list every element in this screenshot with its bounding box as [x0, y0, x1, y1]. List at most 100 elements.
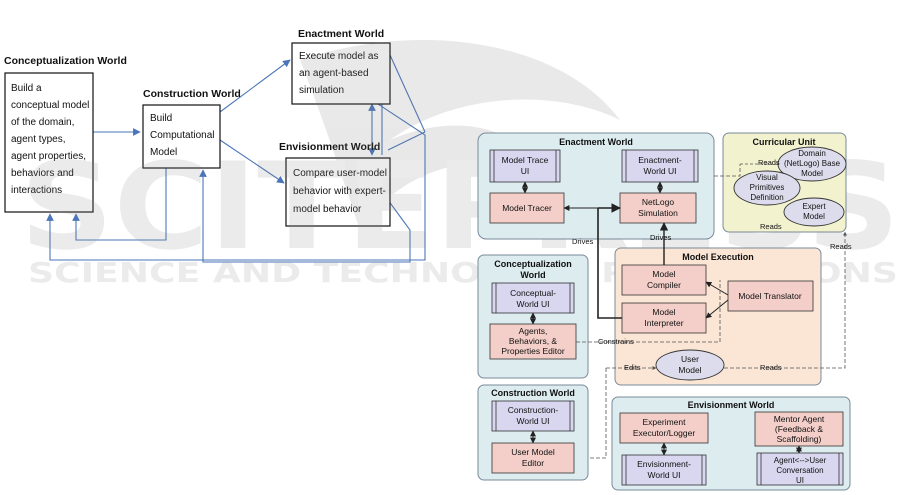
- expert-model-l2: Model: [803, 212, 825, 221]
- conceptual-editor-l2: Behaviors, &: [509, 336, 558, 346]
- svg-text:Compare user-model: Compare user-model: [293, 168, 387, 179]
- reads-top-label: Reads: [758, 158, 780, 167]
- mentor-agent-l1: Mentor Agent: [774, 414, 825, 424]
- expert-model-ellipse: [783, 197, 845, 227]
- model-compiler-l1: Model: [652, 269, 675, 279]
- svg-text:behaviors and: behaviors and: [11, 168, 74, 179]
- envisionment-ui-l1: Envisionment-: [637, 459, 691, 469]
- conceptual-ui-l1: Conceptual-: [510, 288, 556, 298]
- experiment-executor-l2: Executor/Logger: [633, 428, 696, 438]
- enactment-ui-l2: World UI: [644, 166, 677, 176]
- left-conceptualization-title: Conceptualization World: [4, 55, 127, 67]
- mentor-agent-l3: Scaffolding): [777, 434, 822, 444]
- drives-left-label: Drives: [572, 237, 594, 246]
- enactment-title: Enactment World: [559, 137, 633, 147]
- drives-right-label: Drives: [650, 233, 672, 242]
- model-interpreter-l2: Interpreter: [644, 318, 683, 328]
- left-construction-box: [142, 104, 221, 169]
- conversation-ui-box: [756, 452, 844, 486]
- left-construction-title: Construction World: [143, 88, 241, 100]
- conceptual-ui-l2: World UI: [517, 299, 550, 309]
- conceptual-editor-box: [489, 323, 577, 360]
- conversation-ui-l2: Conversation: [776, 466, 823, 475]
- svg-text:an agent-based: an agent-based: [299, 68, 369, 79]
- visual-primitives-ellipse: [733, 170, 801, 206]
- left-diagram: Conceptualization World Build a conceptu…: [4, 28, 426, 263]
- model-translator-box: [727, 280, 814, 312]
- left-construction-text: Build Computational Model: [150, 113, 214, 158]
- curricular-title: Curricular Unit: [752, 137, 815, 147]
- expert-model-l1: Expert: [802, 202, 826, 211]
- watermark-swoosh-icon: [300, 40, 620, 230]
- svg-text:Build a: Build a: [11, 83, 42, 94]
- conceptual-editor-l1: Agents,: [519, 326, 548, 336]
- experiment-executor-box: [619, 412, 709, 444]
- svg-text:conceptual model: conceptual model: [11, 100, 89, 111]
- mentor-agent-box: [754, 411, 844, 447]
- left-envisionment-box: [285, 157, 391, 227]
- model-compiler-l2: Compiler: [647, 280, 681, 290]
- execution-title: Model Execution: [682, 252, 754, 262]
- model-trace-ui-l1: Model Trace: [502, 155, 549, 165]
- user-model-l2: Model: [678, 365, 701, 375]
- mentor-agent-l2: (Feedback &: [775, 424, 824, 434]
- user-model-l1: User: [681, 354, 699, 364]
- model-tracer-box: [489, 192, 565, 224]
- svg-text:behavior with expert-: behavior with expert-: [293, 186, 386, 197]
- model-trace-ui-l2: UI: [521, 166, 530, 176]
- domain-model-l3: Model: [801, 169, 823, 178]
- left-enactment-title: Enactment World: [298, 28, 384, 40]
- user-model-ellipse: [655, 349, 725, 381]
- left-envisionment-title: Envisionment World: [279, 141, 380, 153]
- svg-text:Execute model as: Execute model as: [299, 51, 379, 62]
- svg-text:Computational: Computational: [150, 130, 214, 141]
- construction-ui-l2: World UI: [517, 416, 550, 426]
- left-conceptualization-box: [4, 72, 94, 213]
- svg-text:interactions: interactions: [11, 185, 62, 196]
- reads-user-label: Reads: [760, 363, 782, 372]
- constrains-label: Constrains: [598, 337, 634, 346]
- envisionment-ui-l2: World UI: [648, 470, 681, 480]
- left-envisionment-text: Compare user-model behavior with expert-…: [293, 168, 387, 215]
- user-model-editor-l2: Editor: [522, 458, 544, 468]
- netlogo-l1: NetLogo: [642, 197, 674, 207]
- enactment-ui-l1: Enactment-: [638, 155, 682, 165]
- envisionment-title: Envisionment World: [688, 400, 775, 410]
- envisionment-ui-box: [621, 454, 707, 486]
- domain-model-l2: (NetLogo) Base: [784, 159, 841, 168]
- svg-text:of the domain,: of the domain,: [11, 117, 74, 128]
- left-enactment-box: [291, 42, 391, 105]
- conceptual-ui-box: [491, 282, 575, 314]
- left-conceptualization-text: Build a conceptual model of the domain, …: [11, 83, 89, 196]
- svg-text:Build: Build: [150, 113, 172, 124]
- svg-text:simulation: simulation: [299, 85, 344, 96]
- drives-left-line: [597, 208, 622, 319]
- construction-ui-l1: Construction-: [508, 405, 559, 415]
- edits-label: Edits: [624, 363, 641, 372]
- visual-primitives-l3: Definition: [750, 193, 783, 202]
- left-connectors: [46, 54, 426, 263]
- construction-title: Construction World: [491, 388, 575, 398]
- conceptual-editor-l3: Properties Editor: [501, 346, 564, 356]
- experiment-executor-l1: Experiment: [643, 417, 687, 427]
- reads-visual-label: Reads: [760, 222, 782, 231]
- model-compiler-box: [621, 264, 707, 296]
- construction-ui-box: [491, 400, 575, 432]
- visual-primitives-l1: Visual: [756, 173, 778, 182]
- netlogo-box: [619, 192, 697, 224]
- netlogo-l2: Simulation: [638, 208, 678, 218]
- user-model-editor-l1: User Model: [511, 447, 555, 457]
- conversation-ui-l1: Agent<-->User: [774, 456, 827, 465]
- reads-right-label: Reads: [830, 242, 852, 251]
- conceptualization-title-l2: World: [520, 270, 545, 280]
- svg-text:agent types,: agent types,: [11, 134, 65, 145]
- svg-text:agent properties,: agent properties,: [11, 151, 86, 162]
- svg-text:Model: Model: [150, 147, 177, 158]
- visual-primitives-l2: Primitives: [750, 183, 785, 192]
- model-trace-ui-box: [489, 149, 561, 183]
- model-translator-label: Model Translator: [738, 291, 801, 301]
- model-interpreter-l1: Model: [652, 307, 675, 317]
- domain-model-l1: Domain: [798, 149, 826, 158]
- conceptualization-title-l1: Conceptualization: [494, 259, 572, 269]
- model-tracer-label: Model Tracer: [502, 203, 552, 213]
